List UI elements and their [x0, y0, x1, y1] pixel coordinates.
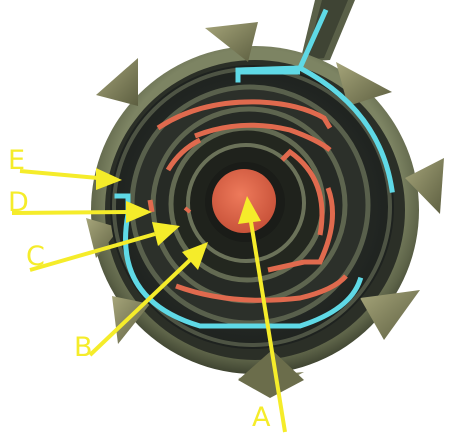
center-core [205, 162, 285, 242]
label-b: B [74, 332, 93, 363]
arrow-pointer-icon [152, 222, 180, 246]
inner-path-segment [194, 122, 332, 152]
inner-path-segment [267, 187, 335, 273]
label-d: D [8, 187, 29, 218]
inner-path-segment [183, 206, 192, 214]
rim-spike-icon [360, 290, 420, 340]
rim-spike-icon [238, 350, 304, 398]
arrow-pointer-icon [96, 168, 122, 190]
core-disc-icon [212, 169, 276, 233]
rim-spike-icon [86, 218, 120, 258]
rim-spike-icon [405, 158, 444, 214]
arrow-pointer-icon [182, 242, 208, 270]
inner-path [147, 99, 348, 303]
inner-path-segment [165, 137, 202, 172]
rim-spike-icon [336, 62, 392, 106]
top-pipe [300, 0, 355, 62]
pointer-b [88, 242, 208, 357]
outer-path-line [114, 8, 395, 329]
inner-path-segment [280, 148, 325, 236]
pointers [11, 168, 287, 433]
arrow-pointer-icon [126, 201, 152, 223]
label-c: C [26, 241, 45, 272]
arrow-pointer-icon [238, 196, 261, 224]
label-a: A [252, 402, 271, 433]
pointer-c [29, 222, 180, 272]
inner-path-segment [147, 199, 155, 213]
rim-spike-icon [205, 22, 258, 62]
outer-path [114, 8, 395, 329]
rim-spike-icon [96, 58, 138, 106]
pointer-d [11, 201, 152, 223]
inner-path-segment [156, 99, 333, 131]
label-e: E [8, 145, 25, 176]
labels: E D C B A [8, 145, 271, 433]
inner-path-segment [175, 274, 348, 303]
pointer-a [238, 196, 287, 433]
pointer-e [19, 168, 122, 190]
